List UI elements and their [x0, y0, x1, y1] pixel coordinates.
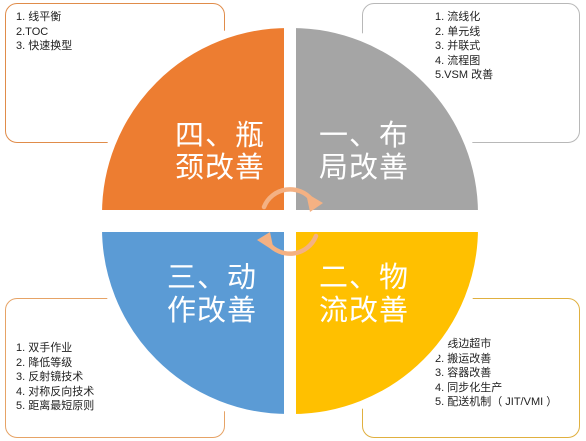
- cycle-arrows-icon: [257, 187, 323, 256]
- quadrant-logistics: [288, 224, 487, 423]
- list-item: 3. 反射镜技术: [16, 371, 84, 383]
- list-layout-items: 1. 流线化 2. 单元线 3. 并联式 4. 流程图 5.VSM 改善: [435, 10, 569, 83]
- list-motion-items: 1. 双手作业 2. 降低等级 3. 反射镜技术 4. 对称反向技术 5. 距离…: [16, 341, 214, 414]
- list-item: 4. 流程图: [435, 54, 481, 67]
- quadrant-layout: [288, 19, 487, 218]
- list-bottleneck-items: 1. 线平衡 2.TOC 3. 快速换型: [16, 10, 214, 54]
- quadrant-label-layout-line2: 局改善: [319, 150, 409, 184]
- list-item: 2. 单元线: [435, 25, 481, 38]
- list-item: 5.VSM 改善: [435, 69, 494, 81]
- list-item: 4. 同步化生产: [435, 381, 503, 394]
- quadrant-label-bottleneck-line1: 四、瓶: [175, 118, 265, 152]
- list-item: 1. 线平衡: [16, 11, 62, 23]
- quadrant-label-motion-line2: 作改善: [167, 293, 257, 327]
- list-item: 3. 容器改善: [435, 367, 492, 379]
- quadrant-label-logistics-line2: 流改善: [319, 293, 409, 327]
- quadrant-motion: [93, 224, 292, 423]
- quadrant-label-bottleneck-line2: 颈改善: [175, 150, 265, 184]
- quadrant-label-layout-line1: 一、布: [319, 118, 409, 152]
- list-item: 1. 双手作业: [16, 342, 73, 354]
- quadrant-label-motion-line1: 三、动: [167, 260, 257, 294]
- list-item: 2.TOC: [16, 25, 49, 38]
- list-item: 1. 流线化: [435, 11, 481, 23]
- list-item: 3. 并联式: [435, 40, 481, 52]
- list-item: 5. 距离最短原则: [16, 400, 95, 412]
- list-item: 5. 配送机制（ JIT/VMI ）: [435, 396, 558, 408]
- quadrant-label-logistics-line1: 二、物: [319, 260, 409, 294]
- list-item: 4. 对称反向技术: [16, 385, 95, 398]
- list-item: 2. 搬运改善: [435, 352, 492, 365]
- list-item: 2. 降低等级: [16, 356, 73, 369]
- quadrant-bottleneck: [93, 19, 292, 218]
- list-logistics-items: 1. 线边超市 2. 搬运改善 3. 容器改善 4. 同步化生产 5. 配送机制…: [435, 337, 569, 410]
- list-item: 3. 快速换型: [16, 40, 73, 52]
